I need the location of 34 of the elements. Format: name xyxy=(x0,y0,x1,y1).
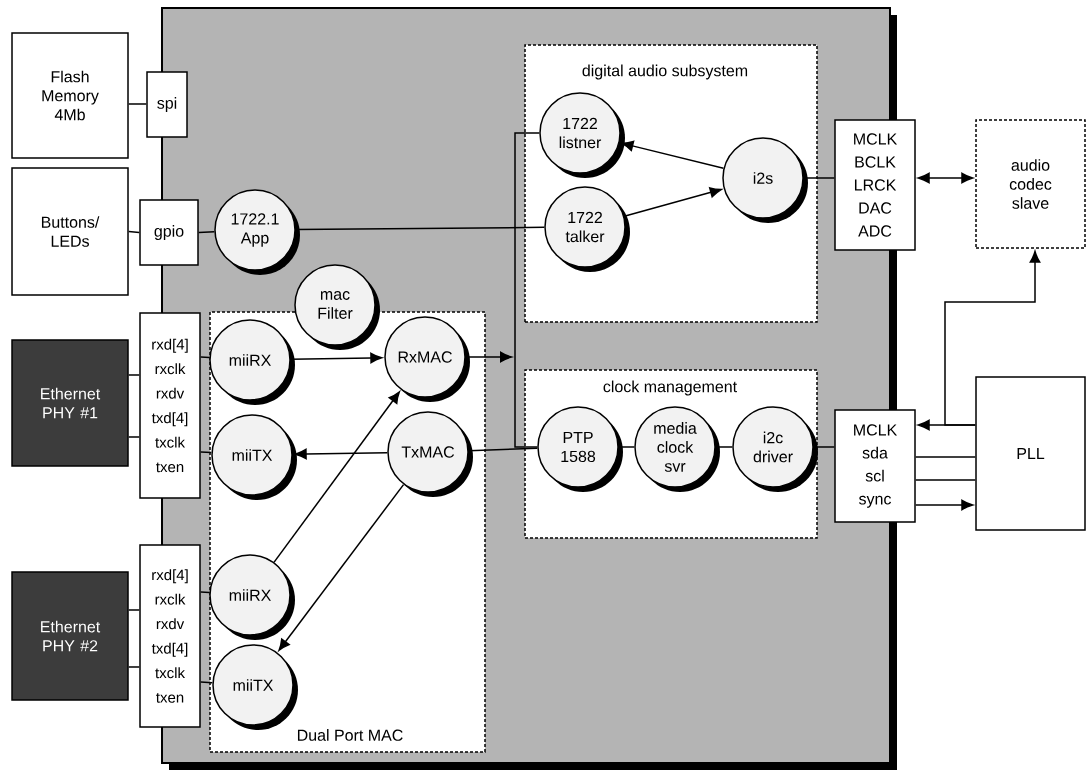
device-box: audio codec slave xyxy=(975,119,1086,249)
device-box: Buttons/ LEDs xyxy=(11,167,129,296)
connector-line xyxy=(198,231,216,234)
arrow xyxy=(621,140,725,169)
arrow xyxy=(278,483,405,651)
connector-line xyxy=(128,374,140,376)
device-box: PLL xyxy=(975,376,1086,531)
interface-box: spi xyxy=(146,71,188,138)
connector-line xyxy=(128,230,140,234)
arrow xyxy=(917,172,974,184)
interface-box: gpio xyxy=(139,199,199,266)
arrow xyxy=(915,499,974,511)
connector-line xyxy=(128,103,147,105)
memory-box: Flash Memory 4Mb xyxy=(11,32,129,159)
pin-box: MCLK sda scl sync xyxy=(834,409,916,523)
pin-box: rxd[4] rxclk rxdv txd[4] txclk txen xyxy=(139,544,201,728)
connector-line xyxy=(514,132,540,448)
connector-line xyxy=(128,666,140,668)
connector-line xyxy=(128,609,140,611)
connector-line xyxy=(915,479,976,481)
phy-box: Ethernet PHY #2 xyxy=(11,571,129,701)
arrow xyxy=(623,187,722,217)
connector-line xyxy=(200,591,211,594)
arrow xyxy=(294,448,388,460)
pin-box: rxd[4] rxclk rxdv txd[4] txclk txen xyxy=(139,312,201,499)
phy-box: Ethernet PHY #1 xyxy=(11,339,129,467)
arrow xyxy=(273,391,400,563)
connector-line xyxy=(200,451,213,454)
arrow xyxy=(944,250,1041,426)
connector-line xyxy=(200,356,211,359)
connector-line xyxy=(200,681,214,684)
connector-line xyxy=(915,456,976,458)
connector-line xyxy=(128,436,140,438)
pin-box: MCLK BCLK LRCK DAC ADC xyxy=(834,119,916,251)
